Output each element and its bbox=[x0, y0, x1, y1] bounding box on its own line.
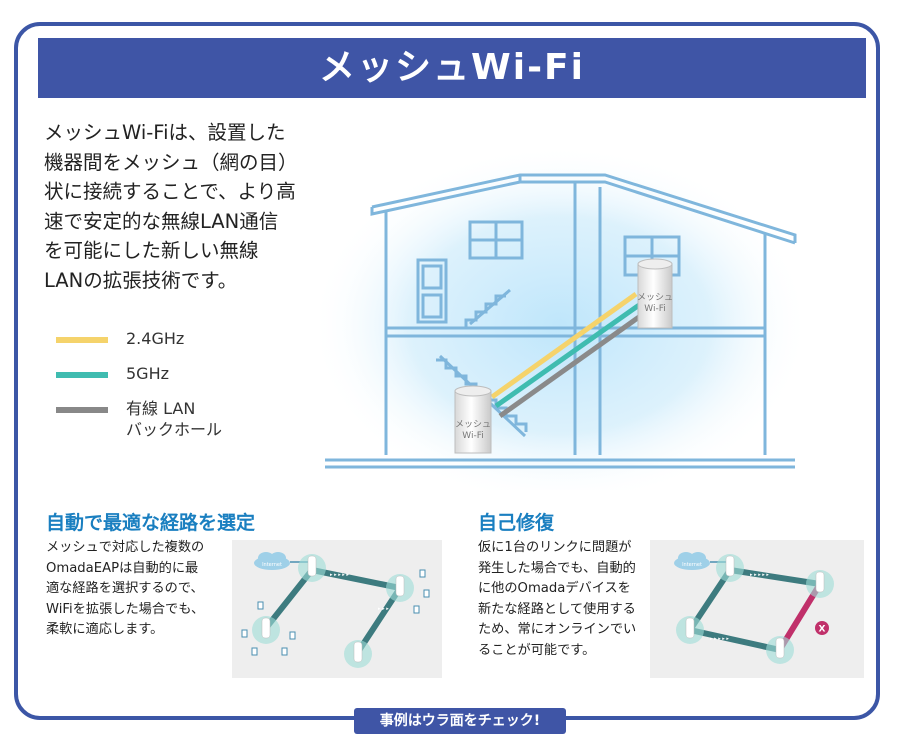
legend-swatch-wired bbox=[56, 407, 108, 413]
access-point-icons-2 bbox=[685, 555, 825, 659]
legend: 2.4GHz 5GHz 有線 LAN バックホール bbox=[56, 328, 222, 454]
device-label-lower-2: Wi-Fi bbox=[462, 431, 483, 441]
mesh-device-upper: メッシュ Wi-Fi bbox=[637, 258, 673, 329]
house-glow bbox=[320, 150, 800, 490]
svg-text:▸ ▸ ▸: ▸ ▸ ▸ bbox=[378, 606, 389, 612]
svg-text:X: X bbox=[819, 625, 826, 635]
legend-label-5ghz: 5GHz bbox=[126, 364, 170, 383]
client-device-icons bbox=[241, 569, 430, 656]
house-illustration: メッシュ Wi-Fi メッシュ Wi-Fi bbox=[320, 150, 800, 490]
intro-line: メッシュWi-Fiは、設置した bbox=[44, 121, 286, 144]
intro-line: LANの拡張技術です。 bbox=[44, 268, 238, 292]
link-5ghz bbox=[494, 300, 644, 409]
diagram-auto-route: Internet ▸ ▸ ▸ ▸ ▸ ▸ ▸ ▸ bbox=[232, 540, 442, 678]
section-text-self-healing: 仮に1台のリンクに問題が 発生した場合でも、自動的 に他のOmadaデバイスを … bbox=[478, 538, 648, 661]
section-title-auto-route: 自動で最適な経路を選定 bbox=[46, 512, 256, 534]
link-wired bbox=[498, 309, 648, 419]
legend-label-24ghz: 2.4GHz bbox=[126, 329, 185, 348]
link-lines bbox=[490, 291, 648, 419]
legend-label-wired-line2: バックホール bbox=[126, 420, 223, 439]
page-title: メッシュWi-Fi bbox=[38, 38, 866, 98]
section1-line: メッシュで対応した複数の bbox=[46, 540, 205, 555]
cloud-icon-2: Internet bbox=[674, 552, 710, 570]
device-label-lower-1: メッシュ bbox=[455, 420, 491, 430]
intro-line: 速で安定的な無線LAN通信 bbox=[44, 209, 279, 233]
section-title-self-healing: 自己修復 bbox=[478, 512, 555, 534]
legend-swatch-5ghz bbox=[56, 372, 108, 378]
link-24ghz bbox=[490, 291, 638, 400]
legend-label-wired-line1: 有線 LAN bbox=[126, 399, 196, 418]
device-label-upper-2: Wi-Fi bbox=[644, 304, 665, 314]
legend-label-wired: 有線 LAN バックホール bbox=[126, 398, 222, 440]
section2-line: ることが可能です。 bbox=[478, 642, 596, 658]
cloud-label: Internet bbox=[262, 562, 282, 568]
section1-line: 適な経路を選択するので、 bbox=[46, 581, 204, 596]
mesh-device-lower: メッシュ Wi-Fi bbox=[454, 385, 492, 454]
svg-text:▸ ▸ ▸ ▸ ▸: ▸ ▸ ▸ ▸ ▸ bbox=[750, 572, 769, 578]
svg-text:▸ ▸ ▸ ▸ ▸: ▸ ▸ ▸ ▸ ▸ bbox=[330, 572, 349, 578]
intro-line: を可能にした新しい無線 bbox=[44, 239, 259, 262]
cloud-label-2: Internet bbox=[682, 562, 702, 568]
link-arrows: ▸ ▸ ▸ ▸ ▸ ▸ ▸ ▸ bbox=[330, 572, 389, 612]
legend-item-24ghz: 2.4GHz bbox=[56, 328, 222, 349]
diagram-auto-route-svg: Internet ▸ ▸ ▸ ▸ ▸ ▸ ▸ ▸ bbox=[241, 552, 430, 668]
section1-line: 柔軟に適応します。 bbox=[46, 622, 164, 637]
section2-line: ため、常にオンラインでい bbox=[478, 622, 637, 637]
section1-line: WiFiを拡張した場合でも、 bbox=[46, 601, 205, 617]
intro-line: 状に接続することで、より高 bbox=[44, 180, 296, 203]
section2-line: 新たな経路として使用する bbox=[478, 601, 636, 617]
svg-text:▸ ▸ ▸ ▸ ▸: ▸ ▸ ▸ ▸ ▸ bbox=[710, 636, 729, 642]
section2-line: 仮に1台のリンクに問題が bbox=[478, 540, 632, 555]
intro-line: 機器間をメッシュ（網の目） bbox=[44, 150, 298, 174]
section1-line: OmadaEAPは自動的に最 bbox=[46, 560, 199, 576]
legend-swatch-24ghz bbox=[56, 337, 108, 343]
section-text-auto-route: メッシュで対応した複数の OmadaEAPは自動的に最 適な経路を選択するので、… bbox=[46, 538, 226, 641]
diagram-self-healing: Internet ▸ ▸ ▸ ▸ ▸ ▸ ▸ ▸ ▸ ▸ X bbox=[650, 540, 864, 678]
section2-line: 発生した場合でも、自動的 bbox=[478, 560, 636, 576]
intro-text: メッシュWi-Fiは、設置した 機器間をメッシュ（網の目） 状に接続することで、… bbox=[44, 118, 314, 295]
footer-check-badge: 事例はウラ面をチェック! bbox=[354, 708, 566, 734]
error-x-icon: X bbox=[815, 621, 829, 635]
section2-line: に他のOmadaデバイスを bbox=[478, 581, 631, 596]
device-label-upper-1: メッシュ bbox=[637, 293, 673, 303]
cloud-icon: Internet bbox=[254, 552, 290, 570]
diagram-self-healing-svg: Internet ▸ ▸ ▸ ▸ ▸ ▸ ▸ ▸ ▸ ▸ X bbox=[674, 552, 834, 664]
access-point-icons bbox=[261, 555, 405, 663]
legend-item-5ghz: 5GHz bbox=[56, 363, 222, 384]
legend-item-wired: 有線 LAN バックホール bbox=[56, 398, 222, 440]
